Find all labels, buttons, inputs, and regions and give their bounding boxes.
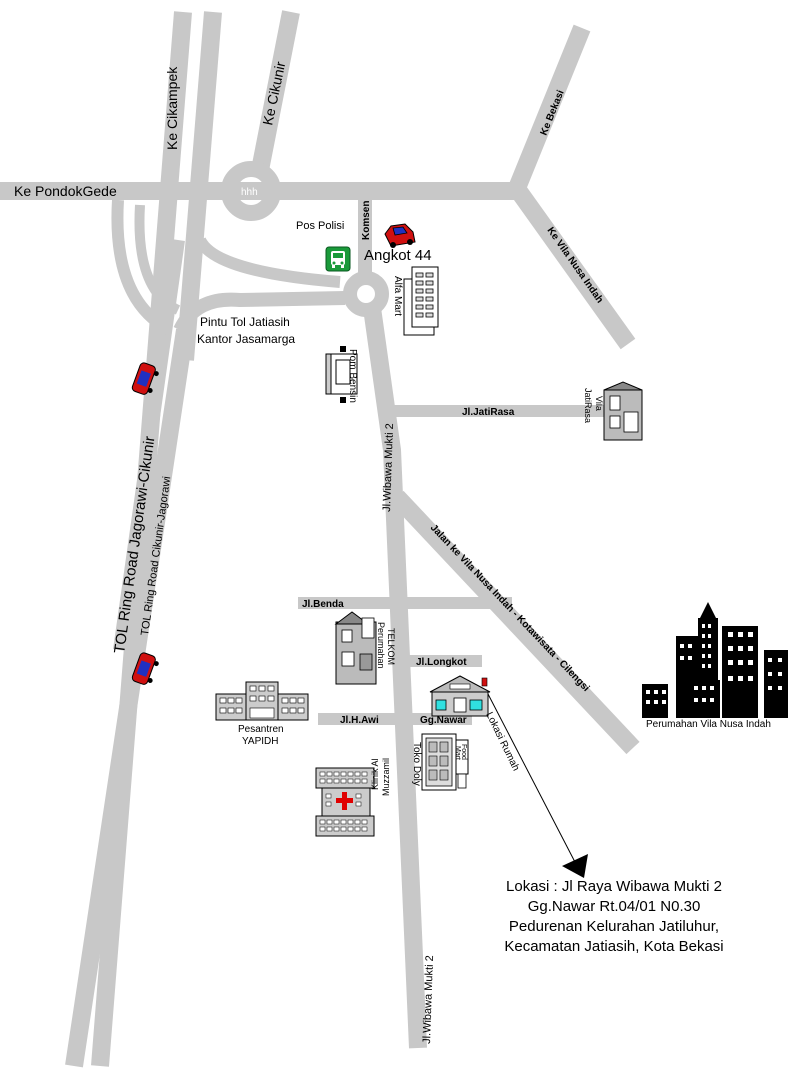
label-pos-polisi: Pos Polisi xyxy=(296,220,344,232)
label-ke-pondokgede: Ke PondokGede xyxy=(14,183,117,199)
address-line-1: Lokasi : Jl Raya Wibawa Mukti 2 xyxy=(506,878,722,895)
label-vila-2: JatiRasa xyxy=(583,388,593,423)
label-telkom-1: Perumahan xyxy=(376,622,386,669)
label-longkot: Jl.Longkot xyxy=(416,657,467,668)
address-line-3: Pedurenan Kelurahan Jatiluhur, xyxy=(509,918,719,935)
roundabout-north xyxy=(221,161,281,221)
car-icon xyxy=(131,362,159,395)
ramp-west-loop xyxy=(111,199,173,336)
perumahan-telkom-house-icon xyxy=(334,611,377,685)
label-pintu-tol-2: Kantor Jasamarga xyxy=(197,332,295,346)
label-jatirasa: Jl.JatiRasa xyxy=(462,407,515,418)
label-klinik-1: Klinik Al xyxy=(370,758,380,790)
road-ke-vila-nusa-indah xyxy=(507,180,636,350)
roundabout-south xyxy=(343,271,389,317)
label-benda: Jl.Benda xyxy=(302,599,344,610)
label-klinik-2: Muzzamil xyxy=(381,758,391,796)
road-ke-cikampek-b xyxy=(176,11,222,361)
label-mart: Mart xyxy=(454,746,461,760)
label-pesantren-1: Pesantren xyxy=(238,724,284,735)
label-nawar: Gg.Nawar xyxy=(420,715,467,726)
arrow-line xyxy=(487,693,577,865)
clinic-building-icon xyxy=(315,767,375,837)
label-wibawa-mukti-2: Jl.Wibawa Mukti 2 xyxy=(421,955,436,1044)
address-block: Lokasi : Jl Raya Wibawa Mukti 2 Gg.Nawar… xyxy=(504,878,723,955)
label-wibawa-mukti-1: Jl.Wibawa Mukti 2 xyxy=(381,423,396,512)
food-mart-building-icon xyxy=(421,733,469,791)
road-network xyxy=(0,10,640,1068)
road-jalan-ke-vila xyxy=(390,490,640,755)
pesantren-building-icon xyxy=(215,681,309,721)
ramp-west-loop-2 xyxy=(134,204,181,315)
label-toko-doly: Toko Doly xyxy=(411,742,422,786)
label-angkot: Angkot 44 xyxy=(364,247,432,264)
label-pom-bensin: Pom Bensin xyxy=(347,349,358,403)
label-roundabout: hhh xyxy=(241,187,258,198)
road-ke-cikunir xyxy=(251,10,300,172)
home-house-icon xyxy=(429,675,491,717)
label-pesantren-2: YAPIDH xyxy=(242,736,279,747)
label-ke-vila: Ke Vila Nusa Indah xyxy=(545,225,606,305)
ramp-roundabout-link xyxy=(194,236,341,288)
label-telkom-2: TELKOM xyxy=(386,628,396,665)
label-food: Food xyxy=(460,744,467,760)
label-h-awi: Jl.H.Awi xyxy=(340,715,379,726)
label-lokasi-rumah: Lokasi Rumah xyxy=(483,710,521,772)
car-icon xyxy=(131,652,159,685)
arrow-head-icon xyxy=(562,854,588,878)
city-skyline-icon xyxy=(642,602,788,718)
address-line-2: Gg.Nawar Rt.04/01 N0.30 xyxy=(528,898,701,915)
label-pintu-tol-1: Pintu Tol Jatiasih xyxy=(200,315,290,329)
label-perumahan-vila: Perumahan Vila Nusa Indah xyxy=(646,719,771,730)
address-line-4: Kecamatan Jatiasih, Kota Bekasi xyxy=(504,938,723,955)
ramp-pintu-tol xyxy=(173,291,346,334)
label-komsen: Komsen xyxy=(361,201,372,240)
label-alfa-mart: Alfa Mart xyxy=(392,276,403,316)
road-ke-bekasi xyxy=(506,24,591,197)
label-vila-1: Vila xyxy=(594,396,604,411)
road-tol-ring-road-a xyxy=(65,328,194,1068)
label-ke-cikampek: Ke Cikampek xyxy=(164,66,180,150)
road-wibawa-mukti-2 xyxy=(363,306,427,1049)
gas-station-icon xyxy=(325,346,358,403)
bus-stop-icon xyxy=(325,246,351,272)
vila-jatirasa-house-icon xyxy=(603,381,643,441)
car-icon xyxy=(384,223,416,248)
alfa-mart-building-icon xyxy=(403,266,439,336)
